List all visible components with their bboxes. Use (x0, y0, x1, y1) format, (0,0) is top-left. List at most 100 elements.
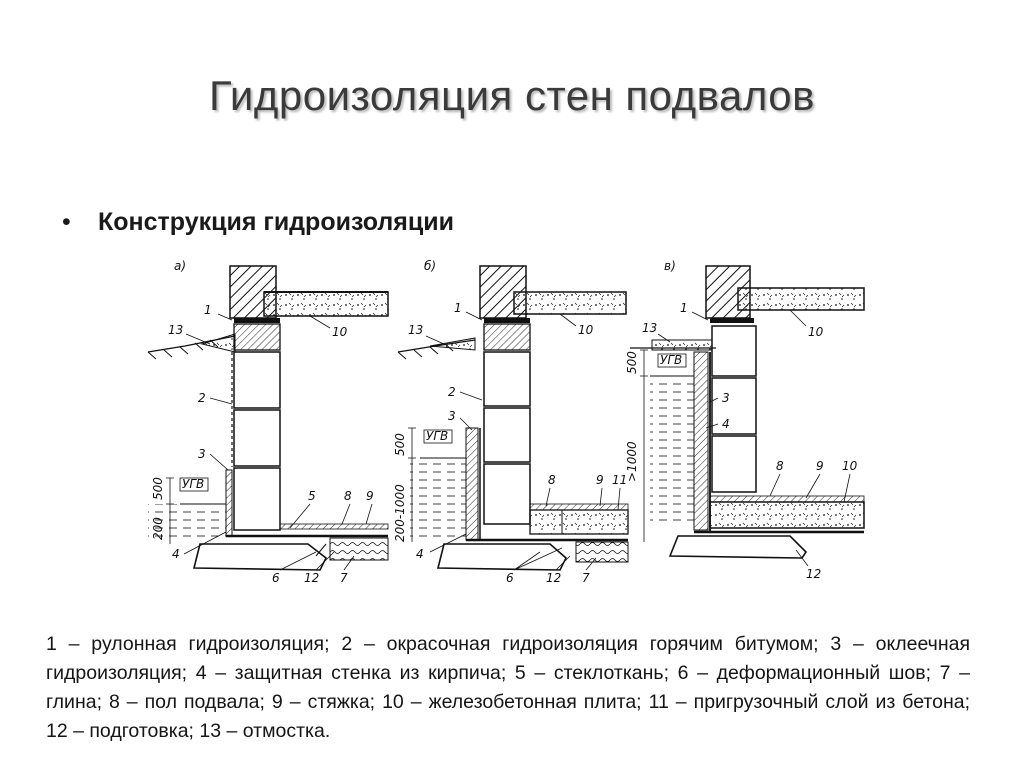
panel-c-screed (709, 495, 865, 503)
legend-text: 1 – рулонная гидроизоляция; 2 – окрасочн… (46, 633, 970, 742)
diagram-svg: а) 10 (147, 259, 865, 582)
panel-c-dim-500: 500 (625, 351, 639, 374)
panel-a-leader-13 (185, 333, 211, 345)
panel-c-label-13: 13 (642, 321, 657, 335)
panel-c-leader-4 (705, 423, 719, 429)
panel-a-ground-hatch (147, 339, 219, 360)
panel-b-slab (513, 291, 627, 315)
panel-b-clay (575, 541, 629, 563)
panel-c-leader-3 (709, 397, 719, 403)
panel-a-water (148, 504, 226, 538)
panel-c-label-10-top: 10 (808, 325, 824, 339)
panel-a: а) 10 (147, 259, 389, 582)
panel-b-protective-wall (465, 427, 479, 541)
panel-b-leader-8 (545, 487, 551, 507)
panel-c-leader-10-top (789, 309, 807, 327)
panel-b-leader-4 (429, 533, 467, 553)
panel-c-block-2 (711, 377, 757, 435)
bullet-item: • Конструкция гидроизоляции (62, 208, 454, 237)
panel-a-label-13: 13 (168, 323, 183, 337)
panel-a-slab (263, 291, 389, 317)
panel-b-floor (529, 503, 629, 511)
panel-c-leader-8 (769, 473, 781, 497)
panel-a-label-1: 1 (204, 303, 212, 317)
panel-a-leader-1 (217, 313, 233, 321)
panel-c-letter: в) (664, 259, 676, 273)
panel-a-label-3: 3 (198, 447, 206, 461)
panel-a-label-7: 7 (340, 571, 348, 582)
panel-b-leader-1 (465, 311, 483, 321)
panel-a-label-9: 9 (366, 489, 374, 503)
panel-c-label-8: 8 (776, 459, 784, 473)
panel-c-roll-waterproofing (710, 318, 754, 323)
panel-a-joint (315, 543, 327, 557)
panel-a-floor (279, 523, 389, 530)
panel-a-clay (329, 537, 389, 561)
panel-c-leader-13 (657, 333, 671, 343)
waterproofing-diagram: а) 10 (140, 252, 880, 582)
bullet-text: Конструкция гидроизоляции (98, 208, 454, 236)
panel-b-label-11: 11 (612, 473, 627, 487)
panel-c-label-1: 1 (680, 301, 688, 315)
panel-a-leader-7 (343, 555, 355, 571)
panel-b-leader-9 (599, 487, 603, 507)
panel-a-block-3 (233, 409, 281, 467)
panel-a-leader-2 (209, 397, 233, 405)
panel-a-label-6: 6 (272, 571, 280, 582)
panel-c-block-3 (711, 435, 757, 493)
panel-c-label-9: 9 (816, 459, 824, 473)
panel-c-leader-10 (843, 473, 851, 503)
panel-a-label-8: 8 (344, 489, 352, 503)
panel-a-protective-wall (225, 469, 233, 537)
panel-b-leader-12 (555, 555, 571, 571)
panel-b-block-1 (483, 323, 531, 351)
panel-b-label-9: 9 (596, 473, 604, 487)
panel-b-label-2: 2 (448, 385, 456, 399)
bullet-dot: • (62, 208, 71, 236)
panel-a-leader-12 (315, 551, 335, 571)
panel-c-block-1 (711, 325, 757, 377)
panel-c-protective-wall (693, 351, 709, 531)
panel-b-level-box (423, 429, 453, 444)
panel-a-leader-9 (365, 503, 373, 525)
panel-a-leader-3 (209, 453, 229, 471)
panel-a-leader-8 (341, 503, 351, 525)
panel-b-level: УГВ (426, 429, 448, 443)
panel-a-block-4 (233, 467, 281, 531)
panel-c-leader-1 (691, 311, 709, 321)
panel-c-level: УГВ (660, 353, 682, 367)
panel-b-label-6: 6 (506, 571, 514, 582)
panel-b-label-13: 13 (408, 323, 423, 337)
panel-a-leader-10 (309, 315, 331, 329)
panel-b-water (410, 458, 466, 540)
panel-a-dim-500: 500 (151, 477, 165, 500)
panel-a-dimension-line (166, 477, 174, 544)
panel-b-block-3 (483, 407, 531, 463)
panel-c-label-3: 3 (722, 391, 730, 405)
panel-b-label-4: 4 (416, 547, 424, 561)
panel-b-dimension-line (408, 427, 416, 542)
panel-a-leader-4 (183, 531, 227, 555)
panel-a-letter: а) (174, 259, 186, 273)
panel-b-ballast (529, 509, 629, 535)
panel-b-leader-11 (617, 487, 621, 511)
panel-a-leader-6 (279, 551, 317, 571)
panel-c-label-12: 12 (806, 567, 821, 581)
panel-a-label-10: 10 (332, 325, 348, 339)
panel-a-leader-5 (289, 503, 311, 529)
panel-b-leader-2 (459, 391, 483, 401)
panel-b-dim-200-1000: 200-1000 (393, 484, 407, 542)
panel-a-label-12: 12 (304, 571, 319, 582)
panel-a-block-2 (233, 351, 281, 409)
panel-b-label-12: 12 (546, 571, 561, 582)
panel-c-label-10: 10 (842, 459, 858, 473)
panel-a-footing (192, 543, 328, 571)
panel-b-label-7: 7 (582, 571, 590, 582)
panel-b-leader-6 (513, 547, 563, 571)
panel-b-label-8: 8 (548, 473, 556, 487)
panel-b-letter: б) (424, 259, 436, 273)
panel-a-label-4: 4 (172, 547, 180, 561)
panel-c-footing (668, 535, 808, 559)
panel-b: б) 10 УГВ 500 2 (393, 259, 629, 582)
